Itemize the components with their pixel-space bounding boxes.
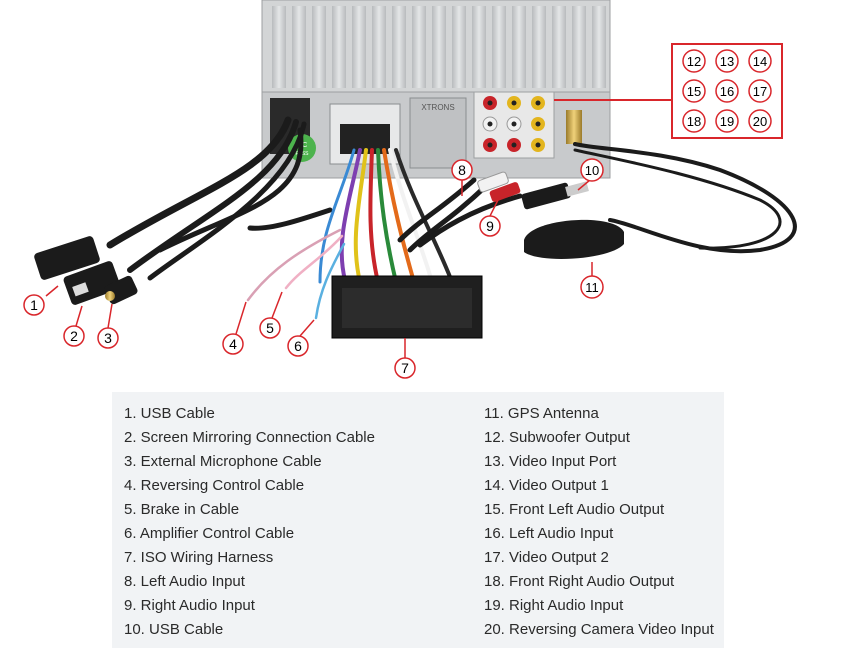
callout-18 — [682, 109, 706, 133]
callout-20 — [748, 109, 772, 133]
callout-3 — [97, 327, 119, 349]
legend-item-17: 17. Video Output 2 — [484, 549, 609, 566]
callout-5-label: 5 — [266, 320, 274, 336]
callout-6-label: 6 — [294, 338, 302, 354]
callout-17-label: 17 — [753, 84, 767, 99]
head-unit: XTRONS QC PASS — [261, 0, 611, 179]
callout-2-label: 2 — [70, 328, 78, 344]
legend-item-20: 20. Reversing Camera Video Input — [484, 621, 714, 638]
callout-2 — [63, 325, 85, 347]
usb-plug-2 — [63, 261, 121, 305]
callout-13 — [715, 49, 739, 73]
gps-antenna — [524, 219, 624, 259]
callout-7 — [394, 357, 416, 379]
rca-jacks — [482, 96, 545, 152]
legend-item-15: 15. Front Left Audio Output — [484, 501, 665, 518]
legend-item-19: 19. Right Audio Input — [484, 597, 624, 614]
callout-8 — [451, 159, 473, 181]
wiring-diagram: XTRONS QC PASS — [23, 0, 797, 379]
mic-jack — [104, 275, 138, 305]
legend-item-3: 3. External Microphone Cable — [124, 453, 322, 470]
callout-1-label: 1 — [30, 297, 38, 313]
callout-19-label: 19 — [720, 114, 734, 129]
iso-harness-connector — [331, 275, 483, 339]
callout-1 — [23, 294, 45, 316]
legend-item-4: 4. Reversing Control Cable — [124, 477, 305, 494]
legend-item-14: 14. Video Output 1 — [484, 477, 609, 494]
callout-16 — [715, 79, 739, 103]
callout-14 — [748, 49, 772, 73]
legend-item-12: 12. Subwoofer Output — [484, 429, 630, 446]
callout-17 — [748, 79, 772, 103]
callout-11-label: 11 — [585, 280, 599, 295]
callout-8-label: 8 — [458, 162, 466, 178]
legend-item-10: 10. USB Cable — [124, 621, 224, 638]
legend-item-18: 18. Front Right Audio Output — [484, 573, 675, 590]
legend-item-7: 7. ISO Wiring Harness — [124, 549, 274, 566]
callout-10 — [580, 158, 604, 182]
callout-20-label: 20 — [753, 114, 767, 129]
callout-14-label: 14 — [753, 54, 767, 69]
unit-plate-text: XTRONS — [421, 103, 454, 112]
legend-item-5: 5. Brake in Cable — [124, 501, 240, 518]
callout-12 — [682, 49, 706, 73]
callout-9-label: 9 — [486, 218, 494, 234]
callout-12-label: 12 — [687, 54, 701, 69]
callout-15-label: 15 — [687, 84, 701, 99]
callout-6 — [287, 335, 309, 357]
callout-19 — [715, 109, 739, 133]
callout-18-label: 18 — [687, 114, 701, 129]
rca-plugs — [477, 171, 589, 210]
legend-item-6: 6. Amplifier Control Cable — [124, 525, 295, 542]
callout-5 — [259, 317, 281, 339]
callout-11 — [580, 275, 604, 299]
callout-15 — [682, 79, 706, 103]
legend-item-9: 9. Right Audio Input — [124, 597, 255, 614]
callout-4-label: 4 — [229, 336, 237, 352]
gps-port — [566, 110, 582, 144]
rca-callout-grid: 12 13 14 15 16 17 18 19 20 — [671, 43, 783, 139]
legend-item-16: 16. Left Audio Input — [484, 525, 614, 542]
callout-16-label: 16 — [720, 84, 734, 99]
legend-item-1: 1. USB Cable — [124, 405, 215, 422]
legend-item-11: 11. GPS Antenna — [484, 405, 599, 422]
callout-13-label: 13 — [720, 54, 734, 69]
legend-panel: 1. USB Cable 2. Screen Mirroring Connect… — [112, 392, 724, 648]
legend-item-2: 2. Screen Mirroring Connection Cable — [124, 429, 375, 446]
callout-4 — [222, 333, 244, 355]
callout-10-label: 10 — [585, 163, 599, 178]
wiring-illustration: XTRONS QC PASS — [23, 0, 797, 379]
legend-column-right: 11. GPS Antenna 12. Subwoofer Output 13.… — [484, 402, 714, 642]
legend-item-13: 13. Video Input Port — [484, 453, 617, 470]
callout-9 — [479, 215, 501, 237]
cables — [106, 116, 797, 320]
callout-7-label: 7 — [401, 360, 409, 376]
legend-item-8: 8. Left Audio Input — [124, 573, 245, 590]
usb-plug-1 — [34, 236, 100, 280]
callout-3-label: 3 — [104, 330, 112, 346]
heat-sink-fins — [272, 6, 606, 88]
legend-column-left: 1. USB Cable 2. Screen Mirroring Connect… — [124, 402, 375, 642]
